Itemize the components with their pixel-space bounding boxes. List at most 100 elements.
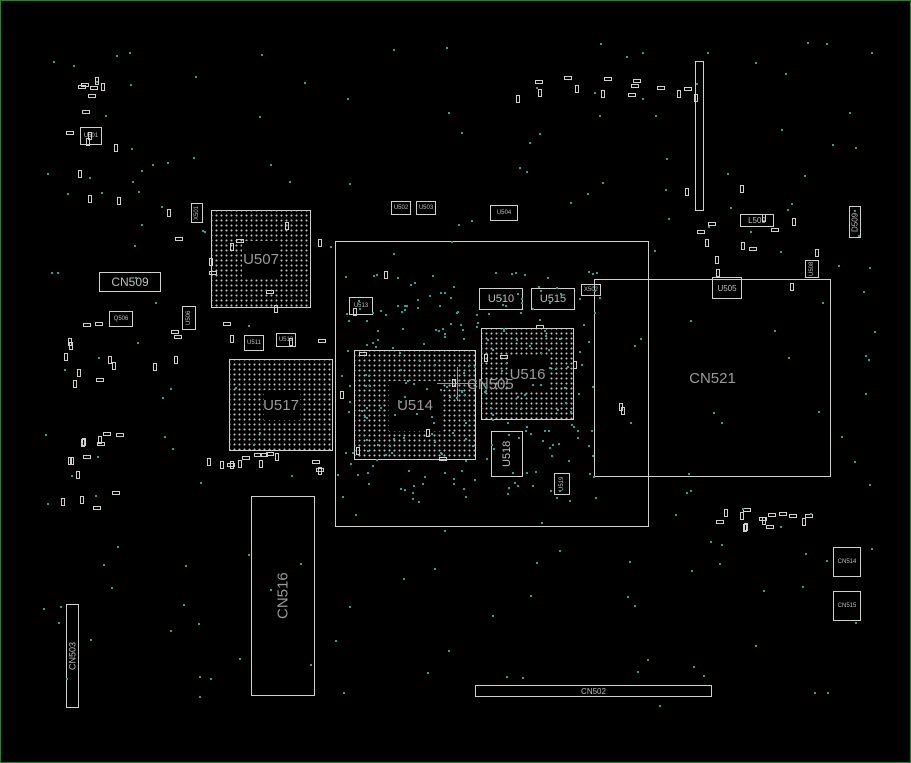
component-U512[interactable]: U512 <box>276 333 296 347</box>
via-dot <box>444 529 447 532</box>
via-dot <box>595 497 598 500</box>
via-dot <box>551 455 554 458</box>
component-U513[interactable]: U513 <box>349 297 373 315</box>
passive-pad <box>765 525 774 530</box>
via-dot <box>687 472 690 475</box>
passive-pad <box>535 324 544 329</box>
via-dot <box>526 471 529 474</box>
component-U511[interactable]: U511 <box>244 335 264 351</box>
via-dot <box>531 307 534 310</box>
via-dot <box>429 295 432 298</box>
via-dot <box>134 245 137 248</box>
component-U502[interactable]: U502 <box>391 201 411 215</box>
via-dot <box>457 224 460 227</box>
via-dot <box>854 460 857 463</box>
via-dot <box>524 430 527 433</box>
via-dot <box>368 385 371 388</box>
via-dot <box>570 410 573 413</box>
passive-pad <box>230 243 235 252</box>
via-dot <box>576 436 579 439</box>
via-dot <box>489 406 492 409</box>
via-dot <box>365 406 368 409</box>
component-U515[interactable]: U515 <box>531 288 575 310</box>
component-CN505[interactable]: CN505 <box>467 376 514 393</box>
component-U506[interactable]: U506 <box>182 306 196 330</box>
via-dot <box>598 297 601 300</box>
via-dot <box>460 391 463 394</box>
passive-pad <box>537 89 542 98</box>
via-dot <box>599 43 602 46</box>
passive-pad <box>82 323 91 328</box>
component-U514[interactable]: U514 <box>354 350 476 460</box>
via-dot <box>563 387 566 390</box>
via-dot <box>128 51 131 54</box>
component-U508[interactable]: U508 <box>805 260 819 278</box>
via-dot <box>525 425 528 428</box>
via-dot <box>235 387 238 390</box>
component-CN515[interactable]: CN515 <box>833 591 861 621</box>
via-dot <box>592 272 595 275</box>
via-dot <box>47 172 50 175</box>
component-U516[interactable]: U516 <box>481 328 574 420</box>
via-dot <box>587 340 590 343</box>
via-dot <box>166 162 169 165</box>
component-U519[interactable]: U519 <box>554 473 570 495</box>
via-dot <box>627 596 630 599</box>
via-dot <box>116 55 119 58</box>
via-dot <box>594 91 597 94</box>
via-dot <box>345 313 348 316</box>
via-dot <box>659 705 662 708</box>
passive-pad <box>115 432 124 437</box>
via-dot <box>634 345 637 348</box>
component-CN521[interactable]: CN521 <box>594 279 831 477</box>
via-dot <box>569 202 572 205</box>
via-dot <box>825 42 828 45</box>
passive-pad <box>65 130 74 135</box>
via-dot <box>151 164 154 166</box>
via-dot <box>601 182 604 185</box>
component-X502[interactable]: X502 <box>581 284 601 296</box>
component-U503[interactable]: U503 <box>416 201 436 215</box>
component-CN516[interactable]: CN516 <box>251 496 315 696</box>
via-dot <box>594 311 597 314</box>
via-dot <box>197 622 200 625</box>
connector-vertical-top[interactable] <box>695 61 704 211</box>
component-CN503[interactable]: CN503 <box>66 604 79 708</box>
via-dot <box>579 351 582 354</box>
passive-pad <box>768 512 776 517</box>
via-dot <box>57 272 60 275</box>
passive-pad <box>112 362 117 371</box>
via-dot <box>461 328 464 331</box>
component-CN502[interactable]: CN502 <box>475 685 712 697</box>
component-U504[interactable]: U504 <box>490 205 518 221</box>
via-dot <box>646 658 649 661</box>
component-X501[interactable]: X501 <box>191 203 203 223</box>
component-U507[interactable]: U507 <box>211 210 311 308</box>
via-dot <box>557 409 559 412</box>
passive-pad <box>311 459 320 464</box>
component-U505[interactable]: U505 <box>712 277 742 299</box>
via-dot <box>513 482 516 485</box>
via-dot <box>374 345 377 348</box>
component-CN514[interactable]: CN514 <box>833 547 861 577</box>
via-dot <box>405 382 408 385</box>
via-dot <box>547 430 550 433</box>
via-dot <box>393 438 396 441</box>
component-L509[interactable]: L509 <box>740 214 774 227</box>
component-Q506[interactable]: Q506 <box>109 311 133 327</box>
via-dot <box>590 430 593 433</box>
via-dot <box>258 115 261 118</box>
via-dot <box>685 492 688 495</box>
component-label: U514 <box>397 396 433 414</box>
via-dot <box>136 341 139 344</box>
via-dot <box>803 175 806 178</box>
via-dot <box>709 541 712 544</box>
passive-pad <box>707 222 716 227</box>
component-U517[interactable]: U517 <box>229 359 333 451</box>
component-CN509[interactable]: CN509 <box>99 272 161 292</box>
via-dot <box>347 350 350 353</box>
via-dot <box>161 206 164 209</box>
passive-pad <box>724 508 729 517</box>
via-dot <box>780 250 783 253</box>
